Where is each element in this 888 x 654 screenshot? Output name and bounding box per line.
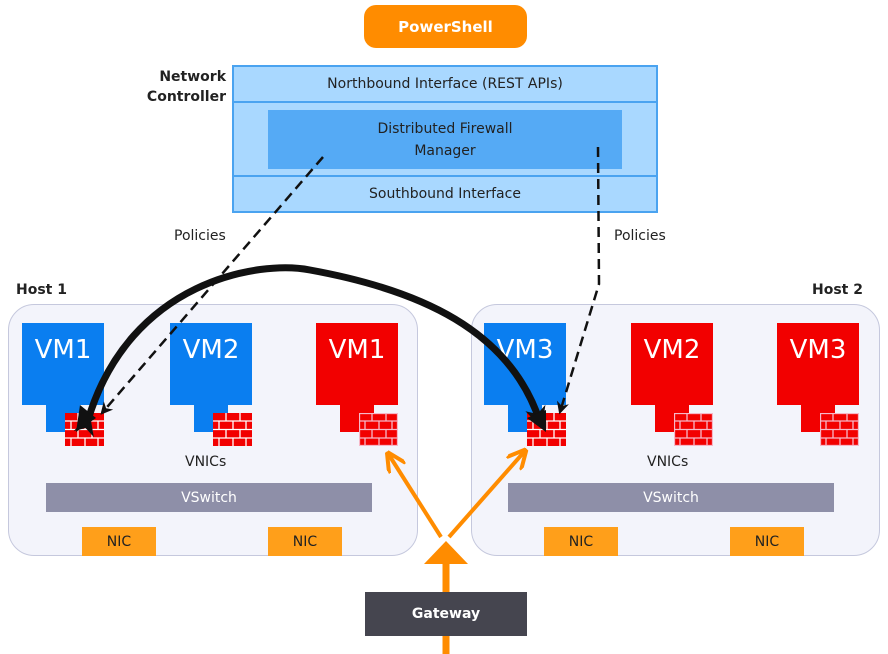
gateway-box: Gateway [365, 592, 527, 636]
vm-label: VM1 [328, 335, 386, 365]
gateway-arrow-to-host2 [447, 452, 524, 539]
southbound-divider [234, 175, 656, 177]
firewall-icon [820, 413, 859, 446]
southbound-interface: Southbound Interface [369, 186, 521, 202]
dfm-line2: Manager [414, 142, 476, 159]
distributed-firewall-manager: Distributed Firewall Manager [268, 110, 622, 169]
host2-nic-1: NIC [544, 527, 618, 556]
vm-body [170, 323, 252, 405]
host2-vm2-red: VM2 [631, 323, 713, 447]
host1-nic-1: NIC [82, 527, 156, 556]
dfm-line1: Distributed Firewall [377, 120, 513, 137]
policies-label-left: Policies [174, 228, 226, 244]
vm-label: VM2 [643, 335, 701, 365]
northbound-interface: Northbound Interface (REST APIs) [234, 67, 656, 103]
vm-label: VM3 [789, 335, 847, 365]
host2-label: Host 2 [812, 282, 863, 298]
vm-traffic-arrowhead-left [76, 405, 96, 432]
host1-vswitch: VSwitch [46, 483, 372, 512]
vm-traffic-arrowhead-right [527, 410, 546, 432]
vm-body [316, 323, 398, 405]
host2-nic-2: NIC [730, 527, 804, 556]
gateway-arrow-to-host1 [389, 455, 443, 539]
host1-vm1: VM1 [22, 323, 104, 447]
host2-vnics-label: VNICs [647, 454, 689, 470]
network-controller-label: Network Controller [130, 67, 226, 107]
gateway-uplink-arrowhead [424, 541, 468, 564]
host1-vnics-label: VNICs [185, 454, 227, 470]
network-controller-label-line2: Controller [146, 89, 226, 105]
host2-vm3-red: VM3 [777, 323, 859, 447]
vm-label: VM1 [34, 335, 92, 365]
vm-label: VM2 [182, 335, 240, 365]
host1-label: Host 1 [16, 282, 67, 298]
network-controller-box: Northbound Interface (REST APIs) Distrib… [232, 65, 658, 213]
powershell-box: PowerShell [364, 5, 527, 48]
firewall-icon [674, 413, 713, 446]
vm-body [631, 323, 713, 405]
vm-body [777, 323, 859, 405]
policy-arrow-right [556, 146, 601, 415]
vm-traffic-arrow [73, 264, 546, 438]
host1-nic-2: NIC [268, 527, 342, 556]
vm-body [22, 323, 104, 405]
network-controller-label-line1: Network [159, 69, 226, 85]
host2-vswitch: VSwitch [508, 483, 834, 512]
policies-label-right: Policies [614, 228, 666, 244]
